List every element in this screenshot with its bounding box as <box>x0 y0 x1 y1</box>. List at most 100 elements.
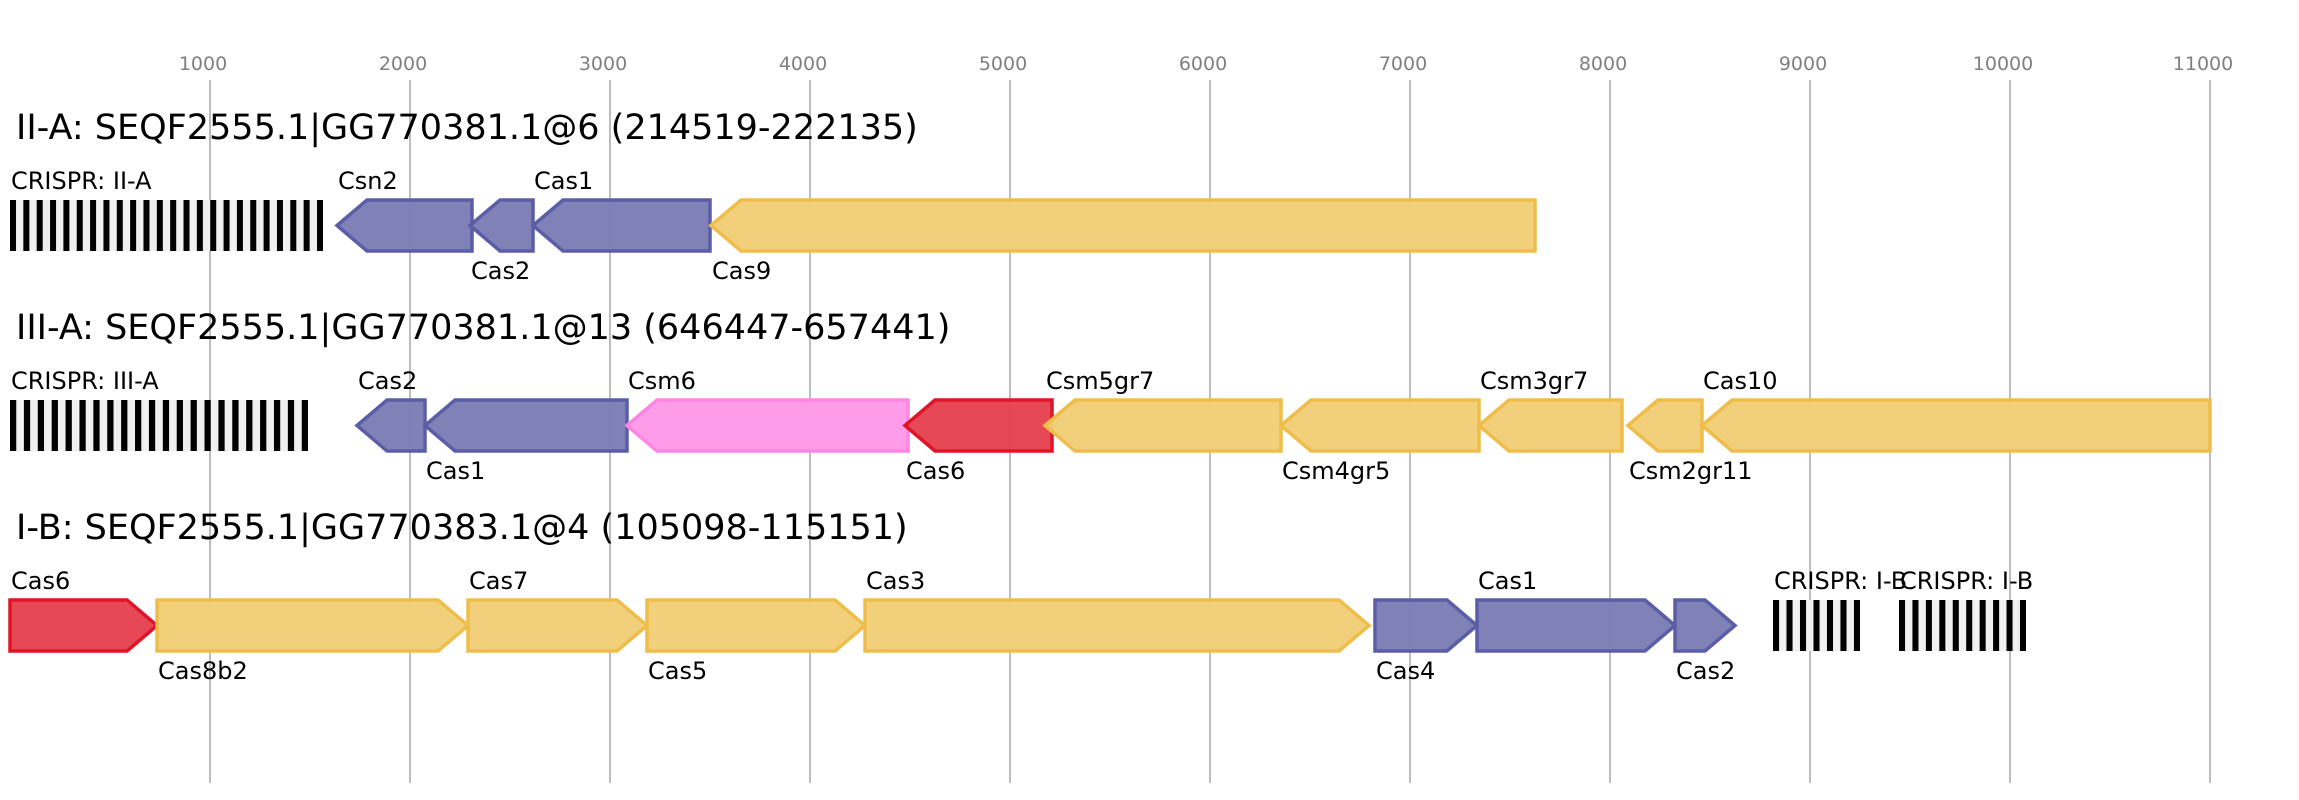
gene-label: Cas10 <box>1703 367 1778 395</box>
crispr-repeat <box>148 400 156 451</box>
crispr-repeat <box>135 400 142 451</box>
crispr-repeat <box>23 200 30 251</box>
crispr-repeat <box>90 200 97 251</box>
gene-arrow-cas2[interactable] <box>354 398 427 453</box>
locus-title: III-A: SEQF2555.1|GG770381.1@13 (646447-… <box>16 308 950 348</box>
gene-arrow-csm2gr11[interactable] <box>1625 398 1704 453</box>
crispr-repeat <box>218 400 225 451</box>
tick-label: 11000 <box>2173 53 2233 75</box>
gene-arrow-cas7[interactable] <box>466 598 650 653</box>
gene-label: Cas2 <box>358 367 417 395</box>
crispr-repeat <box>287 400 295 451</box>
crispr-repeat <box>1826 600 1834 651</box>
gene-label: Cas9 <box>712 257 771 285</box>
tick-label: 6000 <box>1179 53 1227 75</box>
crispr-label: CRISPR: III-A <box>11 367 159 395</box>
tick-label: 9000 <box>1779 53 1827 75</box>
crispr-repeat <box>23 400 31 451</box>
gene-arrow-csn2[interactable] <box>334 198 474 253</box>
crispr-repeat <box>250 200 257 251</box>
gene-arrow-cas1[interactable] <box>1475 598 1678 653</box>
crispr-array[interactable] <box>10 400 308 451</box>
crispr-repeat <box>121 400 128 451</box>
locus-row: II-A: SEQF2555.1|GG770381.1@6 (214519-22… <box>10 108 1537 285</box>
gene-arrow-csm4gr5[interactable] <box>1278 398 1481 453</box>
gene-arrow-cas4[interactable] <box>1373 598 1480 653</box>
crispr-repeat <box>1813 600 1820 651</box>
crispr-repeat <box>10 200 17 251</box>
crispr-repeat <box>223 200 230 251</box>
gene-label: Cas6 <box>906 457 965 485</box>
crispr-repeat <box>316 200 323 251</box>
gene-label: Cas4 <box>1376 657 1435 685</box>
crispr-repeat <box>2006 600 2013 651</box>
gene-label: Cas8b2 <box>158 657 248 685</box>
crispr-repeat <box>276 200 283 251</box>
crispr-label: CRISPR: I-B <box>1774 567 1907 595</box>
gene-arrow-cas2[interactable] <box>467 198 535 253</box>
crispr-repeat <box>170 200 177 251</box>
crispr-repeat <box>183 200 190 251</box>
gene-arrow-cas2[interactable] <box>1673 598 1738 653</box>
crispr-repeat <box>1952 600 1959 651</box>
crispr-repeat <box>1925 600 1932 651</box>
crispr-repeat <box>260 400 267 451</box>
gene-label: Cas1 <box>534 167 593 195</box>
crispr-repeat <box>176 400 183 451</box>
gene-arrow-csm3gr7[interactable] <box>1476 398 1624 453</box>
gene-arrow-cas6[interactable] <box>8 598 160 653</box>
crispr-repeat <box>143 200 150 251</box>
gene-arrow-cas5[interactable] <box>645 598 868 653</box>
crispr-label: CRISPR: II-A <box>11 167 152 195</box>
gene-arrow-cas3[interactable] <box>863 598 1372 653</box>
gene-arrow-csm6[interactable] <box>624 398 910 453</box>
crispr-repeat <box>162 400 170 451</box>
crispr-repeat <box>1993 600 2000 651</box>
gene-arrow-cas6[interactable] <box>902 398 1054 453</box>
gene-arrow-cas10[interactable] <box>1699 398 2212 453</box>
crispr-repeat <box>93 400 100 451</box>
crispr-repeat <box>79 400 86 451</box>
crispr-repeat <box>1912 600 1919 651</box>
crispr-repeat <box>190 400 197 451</box>
crispr-array-background <box>10 400 308 451</box>
crispr-repeat <box>236 200 243 251</box>
gene-arrow-cas1[interactable] <box>422 398 629 453</box>
crispr-repeat <box>36 200 43 251</box>
crispr-repeat <box>273 400 281 451</box>
crispr-repeat <box>1899 600 1906 651</box>
tick-label: 4000 <box>779 53 827 75</box>
crispr-array[interactable] <box>1773 600 1860 651</box>
crispr-array-background <box>1899 600 2026 651</box>
gene-label: Csm6 <box>628 367 696 395</box>
crispr-repeat <box>50 200 57 251</box>
tick-label: 1000 <box>179 53 227 75</box>
crispr-array-background <box>10 200 323 251</box>
locus-title: II-A: SEQF2555.1|GG770381.1@6 (214519-22… <box>16 108 918 148</box>
crispr-repeat <box>1799 600 1807 651</box>
crispr-repeat <box>65 400 72 451</box>
crispr-repeat <box>116 200 123 251</box>
locus-title: I-B: SEQF2555.1|GG770383.1@4 (105098-115… <box>16 508 908 548</box>
locus-row: I-B: SEQF2555.1|GG770383.1@4 (105098-115… <box>8 508 2033 685</box>
crispr-repeat <box>107 400 114 451</box>
gene-arrow-cas8b2[interactable] <box>155 598 471 653</box>
gene-arrow-cas1[interactable] <box>530 198 712 253</box>
crispr-repeat <box>303 200 310 251</box>
crispr-repeat <box>290 200 297 251</box>
crispr-repeat <box>37 400 45 451</box>
crispr-repeat <box>156 200 163 251</box>
crispr-array[interactable] <box>10 200 323 251</box>
tick-label: 7000 <box>1379 53 1427 75</box>
gene-label: Csn2 <box>338 167 398 195</box>
gene-arrow-csm5gr7[interactable] <box>1042 398 1283 453</box>
gene-label: Cas3 <box>866 567 925 595</box>
crispr-repeat <box>196 200 203 251</box>
crispr-repeat <box>76 200 83 251</box>
loci-rows: II-A: SEQF2555.1|GG770381.1@6 (214519-22… <box>8 108 2212 685</box>
gene-arrow-cas9[interactable] <box>708 198 1537 253</box>
crispr-array[interactable] <box>1899 600 2026 651</box>
crispr-repeat <box>1853 600 1860 651</box>
crispr-repeat <box>2019 600 2026 651</box>
